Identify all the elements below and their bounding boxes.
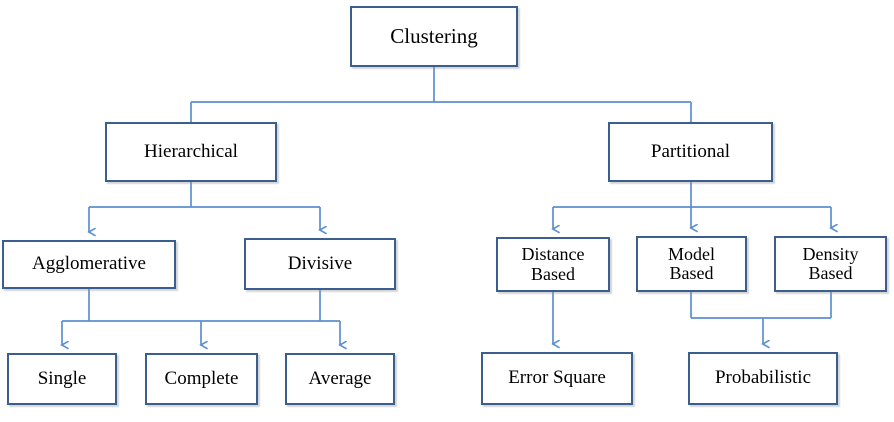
- node-hierarchical[interactable]: Hierarchical: [105, 122, 277, 182]
- node-average[interactable]: Average: [285, 353, 395, 405]
- node-density-based[interactable]: Density Based: [774, 236, 887, 292]
- node-error-square[interactable]: Error Square: [481, 352, 633, 405]
- node-model-based[interactable]: Model Based: [636, 236, 747, 292]
- node-complete[interactable]: Complete: [145, 353, 258, 405]
- edge-model-density-to-probabilistic: [690, 292, 832, 344]
- node-probabilistic[interactable]: Probabilistic: [688, 352, 838, 405]
- node-clustering[interactable]: Clustering: [350, 6, 518, 67]
- node-distance-based[interactable]: Distance Based: [496, 237, 610, 292]
- edge-partitional-to-level2: [553, 182, 831, 229]
- edge-hierarchical-to-agglomerative-divisive: [89, 182, 320, 232]
- node-agglomerative[interactable]: Agglomerative: [2, 240, 176, 289]
- edge-clustering-to-level1: [190, 67, 692, 122]
- edge-agglomerative-divisive-to-leaves: [62, 289, 340, 345]
- node-partitional[interactable]: Partitional: [608, 122, 773, 182]
- node-divisive[interactable]: Divisive: [244, 238, 396, 290]
- node-single[interactable]: Single: [7, 353, 117, 405]
